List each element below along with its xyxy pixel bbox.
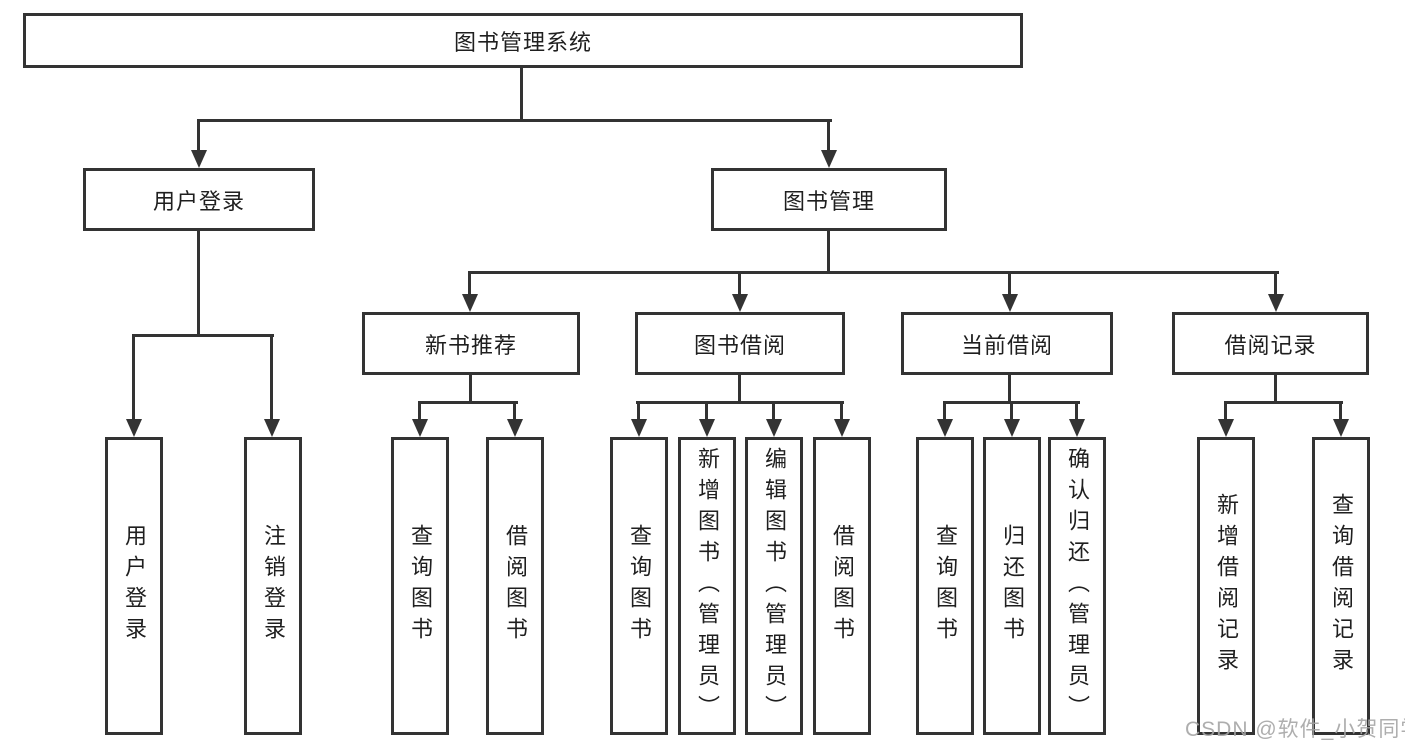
connector-borrow-records-branch: [1224, 401, 1343, 404]
arrowhead-g5-query: [1333, 419, 1349, 437]
leaf-confirm-return-admin: 确认归还（管理员）: [1048, 437, 1106, 735]
leaf-return-book: 归还图书: [983, 437, 1041, 735]
connector-drop-g3-borrow: [840, 401, 843, 421]
connector-drop-book-borrow: [738, 271, 741, 297]
connector-drop-g3-edit: [772, 401, 775, 421]
arrowhead-g4-query: [937, 419, 953, 437]
leaf-logout-label: 注销登录: [261, 524, 286, 648]
connector-root-branch: [198, 119, 832, 122]
connector-drop-borrow-records: [1274, 271, 1277, 297]
leaf-query-books-recommend: 查询图书: [391, 437, 449, 735]
leaf-borrow-books-recommend: 借阅图书: [486, 437, 544, 735]
leaf-return-book-label: 归还图书: [1000, 524, 1025, 648]
arrowhead-g3-add: [699, 419, 715, 437]
arrowhead-g2-borrow: [507, 419, 523, 437]
leaf-edit-book-admin: 编辑图书（管理员）: [745, 437, 803, 735]
arrowhead-g3-edit: [766, 419, 782, 437]
connector-drop-g3-query: [637, 401, 640, 421]
connector-drop-user-login: [197, 119, 200, 153]
leaf-confirm-return-admin-label: 确认归还（管理员）: [1065, 446, 1090, 726]
arrowhead-user-login: [191, 150, 207, 168]
arrowhead-g3-query: [631, 419, 647, 437]
connector-drop-g4-return: [1010, 401, 1013, 421]
connector-user-login-branch: [132, 334, 274, 337]
node-book-management: 图书管理: [711, 168, 947, 231]
connector-new-book-branch: [418, 401, 518, 404]
leaf-query-books-recommend-label: 查询图书: [408, 524, 433, 648]
connector-drop-leaf-logout: [270, 334, 273, 420]
arrowhead-leaf-logout: [264, 419, 280, 437]
node-current-borrow-label: 当前借阅: [960, 332, 1053, 358]
connector-borrow-records-stem: [1274, 373, 1277, 404]
node-new-book-recommend-label: 新书推荐: [424, 332, 517, 358]
arrowhead-book-borrow: [732, 294, 748, 312]
leaf-add-borrow-record: 新增借阅记录: [1197, 437, 1255, 735]
node-borrow-records: 借阅记录: [1172, 312, 1369, 375]
connector-drop-new-book: [468, 271, 471, 297]
node-user-login-label: 用户登录: [152, 188, 245, 214]
leaf-query-books-borrow-label: 查询图书: [627, 524, 652, 648]
arrowhead-current-borrow: [1002, 294, 1018, 312]
leaf-borrow-books: 借阅图书: [813, 437, 871, 735]
leaf-query-borrow-record: 查询借阅记录: [1312, 437, 1370, 735]
arrowhead-leaf-login: [126, 419, 142, 437]
leaf-add-book-admin: 新增图书（管理员）: [678, 437, 736, 735]
leaf-add-borrow-record-label: 新增借阅记录: [1214, 493, 1239, 679]
node-book-borrow-label: 图书借阅: [693, 332, 786, 358]
node-book-management-label: 图书管理: [782, 188, 875, 214]
connector-drop-leaf-login: [132, 334, 135, 420]
connector-book-borrow-branch: [636, 401, 844, 404]
connector-current-borrow-stem: [1008, 373, 1011, 404]
arrowhead-g4-confirm: [1069, 419, 1085, 437]
arrowhead-borrow-records: [1268, 294, 1284, 312]
node-book-borrow: 图书借阅: [635, 312, 845, 375]
leaf-query-books-current: 查询图书: [916, 437, 974, 735]
arrowhead-g4-return: [1004, 419, 1020, 437]
leaf-query-borrow-record-label: 查询借阅记录: [1329, 493, 1354, 679]
node-borrow-records-label: 借阅记录: [1224, 332, 1317, 358]
arrowhead-g2-query: [412, 419, 428, 437]
node-new-book-recommend: 新书推荐: [362, 312, 580, 375]
leaf-user-login-label: 用户登录: [122, 524, 147, 648]
leaf-user-login: 用户登录: [105, 437, 163, 735]
leaf-query-books-current-label: 查询图书: [933, 524, 958, 648]
connector-drop-g5-query: [1339, 401, 1342, 421]
connector-user-login-stem: [197, 228, 200, 337]
connector-drop-current-borrow: [1008, 271, 1011, 297]
connector-drop-g4-confirm: [1075, 401, 1078, 421]
leaf-edit-book-admin-label: 编辑图书（管理员）: [762, 446, 787, 726]
connector-drop-book-mgmt: [827, 119, 830, 153]
leaf-logout: 注销登录: [244, 437, 302, 735]
arrowhead-g5-add: [1218, 419, 1234, 437]
connector-drop-g2-borrow: [513, 401, 516, 421]
arrowhead-book-mgmt: [821, 150, 837, 168]
connector-drop-g5-add: [1224, 401, 1227, 421]
connector-book-mgmt-branch: [468, 271, 1279, 274]
leaf-borrow-books-recommend-label: 借阅图书: [503, 524, 528, 648]
connector-book-borrow-stem: [738, 373, 741, 404]
arrowhead-g3-borrow: [834, 419, 850, 437]
connector-drop-g2-query: [418, 401, 421, 421]
connector-new-book-stem: [469, 373, 472, 404]
connector-book-mgmt-stem: [827, 228, 830, 274]
leaf-borrow-books-label: 借阅图书: [830, 524, 855, 648]
node-current-borrow: 当前借阅: [901, 312, 1113, 375]
csdn-watermark: CSDN @软件_小贺同学: [1185, 718, 1405, 741]
leaf-add-book-admin-label: 新增图书（管理员）: [695, 446, 720, 726]
leaf-query-books-borrow: 查询图书: [610, 437, 668, 735]
node-root-label: 图书管理系统: [453, 29, 592, 55]
connector-drop-g3-add: [705, 401, 708, 421]
connector-root-stem: [520, 66, 523, 122]
connector-drop-g4-query: [943, 401, 946, 421]
node-root: 图书管理系统: [23, 13, 1023, 68]
arrowhead-new-book: [462, 294, 478, 312]
node-user-login: 用户登录: [83, 168, 315, 231]
